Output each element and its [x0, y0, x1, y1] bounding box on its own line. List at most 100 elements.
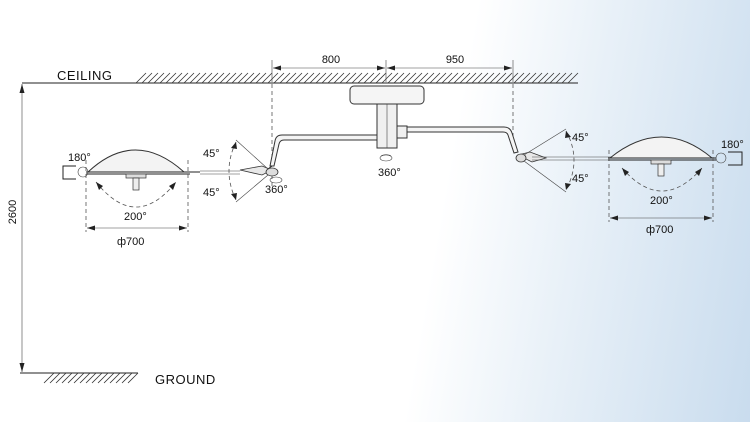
hatch-stroke [267, 72, 279, 84]
hatch-stroke [387, 72, 399, 84]
hatch-stroke [417, 72, 429, 84]
left-arm [263, 134, 378, 173]
hatch-stroke [435, 72, 447, 84]
hatch-stroke [405, 72, 417, 84]
hatch-stroke [213, 72, 225, 84]
hatch-stroke [561, 72, 573, 84]
hatch-stroke [189, 72, 201, 84]
height-dimension [19, 84, 25, 372]
hatch-stroke [363, 72, 375, 84]
hatch-stroke [171, 72, 183, 84]
hatch-stroke [393, 72, 405, 84]
hatch-stroke [115, 372, 127, 384]
hatch-stroke [243, 72, 255, 84]
hatch-stroke [225, 72, 237, 84]
right-lamp-head [608, 136, 743, 222]
hatch-stroke [147, 72, 159, 84]
hatch-stroke [525, 72, 537, 84]
right-tilt-top-label: 45° [572, 132, 589, 144]
hatch-stroke [477, 72, 489, 84]
hatch-stroke [429, 72, 441, 84]
hatch-stroke [567, 72, 579, 84]
ground-label: GROUND [155, 372, 216, 387]
hatch-stroke [303, 72, 315, 84]
hatch-stroke [411, 72, 423, 84]
hatch-stroke [513, 72, 525, 84]
hatch-stroke [153, 72, 165, 84]
hatch-stroke [423, 72, 435, 84]
right-arm [406, 126, 519, 154]
left-joint-rotation-label: 360° [265, 184, 288, 196]
ceiling-hatch [135, 72, 579, 84]
hatch-stroke [291, 72, 303, 84]
hatch-stroke [459, 72, 471, 84]
hatch-stroke [375, 72, 387, 84]
left-tilt-bottom-label: 45° [203, 187, 220, 199]
hatch-stroke [237, 72, 249, 84]
hatch-stroke [489, 72, 501, 84]
hatch-stroke [195, 72, 207, 84]
hatch-stroke [255, 72, 267, 84]
ceiling [22, 72, 579, 84]
right-joint [515, 128, 612, 193]
left-head-swing-label: 200° [124, 211, 147, 223]
hatch-stroke [183, 72, 195, 84]
dim-right-arm: 950 [446, 54, 464, 66]
hatch-stroke [495, 72, 507, 84]
right-tilt-bottom-label: 45° [572, 173, 589, 185]
hatch-stroke [315, 72, 327, 84]
hatch-stroke [165, 72, 177, 84]
right-diameter-label: ф700 [646, 224, 673, 236]
hatch-stroke [471, 72, 483, 84]
ceiling-mount [349, 85, 425, 162]
hatch-stroke [357, 72, 369, 84]
height-label: 2600 [7, 200, 19, 224]
hatch-stroke [339, 72, 351, 84]
hatch-stroke [321, 72, 333, 84]
hatch-stroke [531, 72, 543, 84]
hatch-stroke [201, 72, 213, 84]
hatch-stroke [49, 372, 61, 384]
hatch-stroke [273, 72, 285, 84]
hatch-stroke [453, 72, 465, 84]
hatch-stroke [297, 72, 309, 84]
hatch-stroke [285, 72, 297, 84]
dim-left-arm: 800 [322, 54, 340, 66]
arm-length-dimensions [271, 60, 514, 82]
left-joint [200, 139, 283, 203]
hatch-stroke [399, 72, 411, 84]
hatch-stroke [381, 72, 393, 84]
left-tilt-top-label: 45° [203, 148, 220, 160]
hatch-stroke [127, 372, 139, 384]
hatch-stroke [483, 72, 495, 84]
hatch-stroke [345, 72, 357, 84]
hatch-stroke [121, 372, 133, 384]
hatch-stroke [219, 72, 231, 84]
hatch-stroke [543, 72, 555, 84]
hatch-stroke [555, 72, 567, 84]
hatch-stroke [135, 72, 147, 84]
left-rotation-end-label: 180° [68, 152, 91, 164]
hatch-stroke [73, 372, 85, 384]
hatch-stroke [159, 72, 171, 84]
right-rotation-end-label: 180° [721, 139, 744, 151]
hatch-stroke [327, 72, 339, 84]
hatch-stroke [261, 72, 273, 84]
hatch-stroke [43, 372, 55, 384]
hatch-stroke [549, 72, 561, 84]
hatch-stroke [67, 372, 79, 384]
hatch-stroke [177, 72, 189, 84]
hatch-stroke [97, 372, 109, 384]
ground-hatch [43, 372, 139, 384]
right-head-swing-label: 200° [650, 195, 673, 207]
hatch-stroke [351, 72, 363, 84]
hatch-stroke [249, 72, 261, 84]
left-lamp-head [62, 149, 200, 232]
hatch-stroke [207, 72, 219, 84]
hatch-stroke [519, 72, 531, 84]
hatch-stroke [91, 372, 103, 384]
hatch-stroke [369, 72, 381, 84]
hatch-stroke [447, 72, 459, 84]
